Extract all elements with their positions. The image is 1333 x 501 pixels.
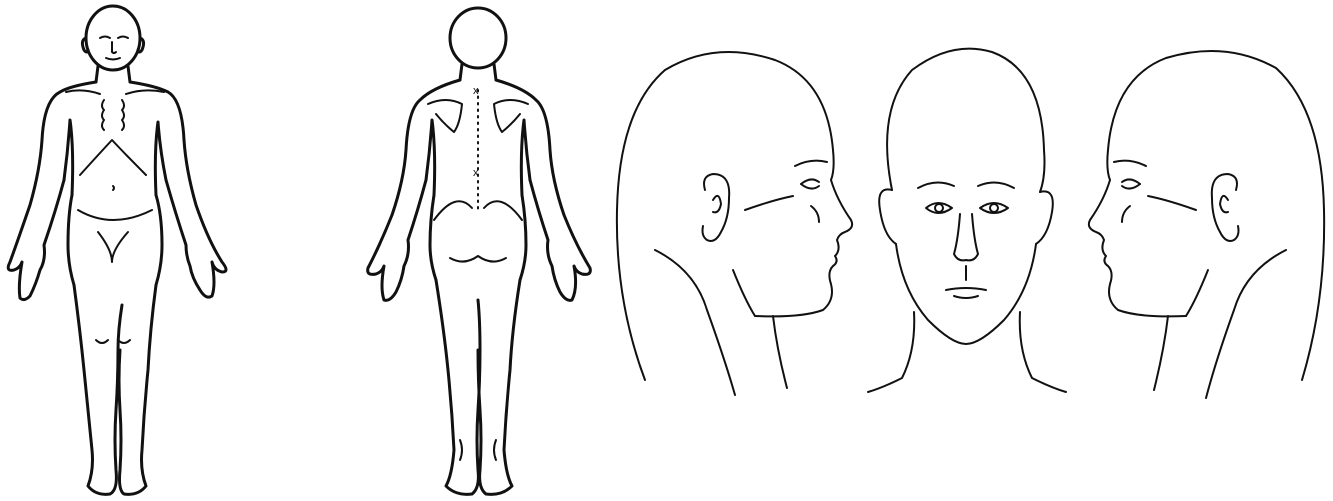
spine-marker-top: x xyxy=(473,85,479,97)
body-back-figure: x x xyxy=(360,0,600,501)
spine-marker-lower: x xyxy=(473,167,479,179)
body-front-figure xyxy=(0,0,240,501)
head-left-profile-figure xyxy=(1075,0,1330,501)
head-front-figure xyxy=(862,0,1067,501)
head-right-profile-figure xyxy=(605,0,860,501)
